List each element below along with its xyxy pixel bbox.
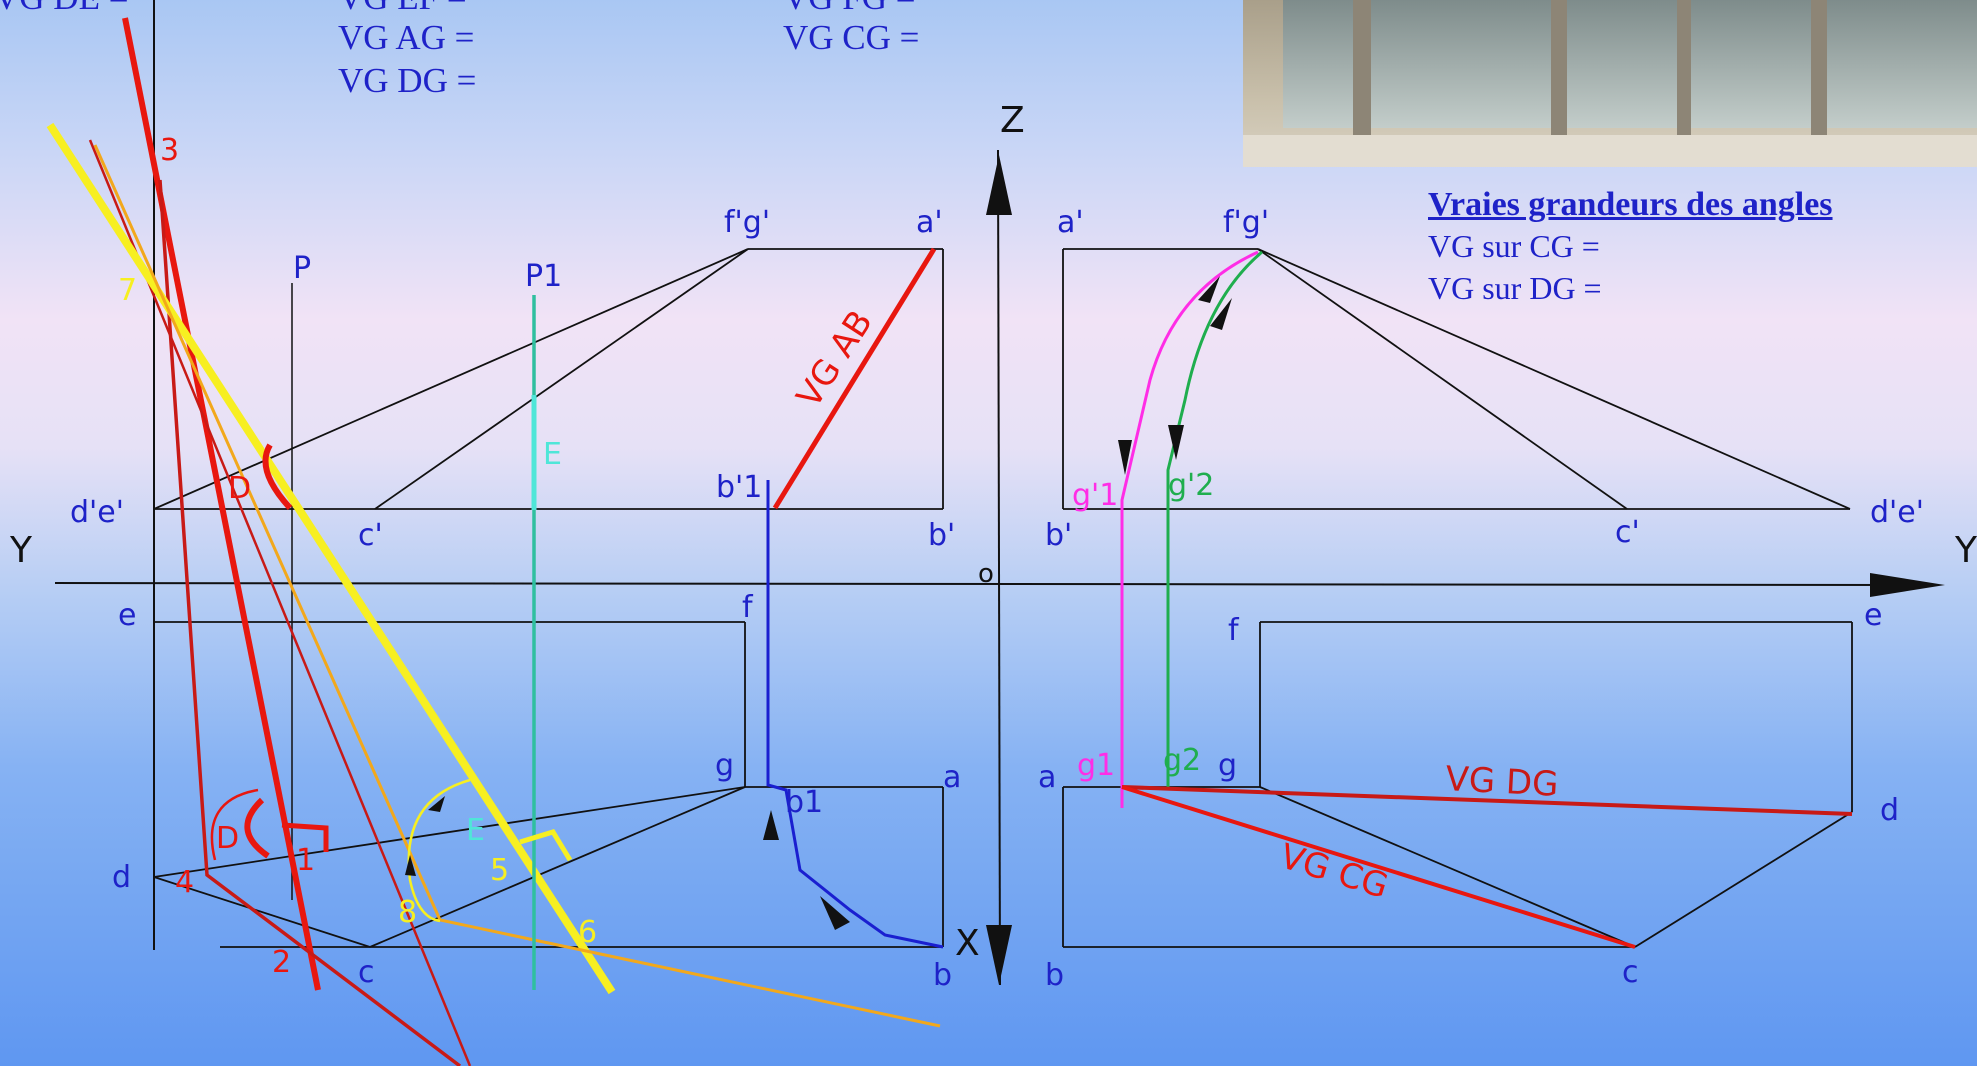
label-c-top-right: c' [1615,515,1640,550]
angle-arc-upper [262,443,293,511]
label-b1: b1 [785,785,823,820]
point-2: 2 [272,945,291,980]
right-top-view [1062,621,1853,948]
left-constructions [46,17,944,1066]
z-x-axis-line [997,149,1001,986]
label-b1-top: b'1 [716,470,762,505]
right-angle-mark-1 [281,822,329,852]
angle-d-upper: D [228,471,251,506]
dark-red-line-4 [158,179,462,1066]
label-b-top-right: b' [1045,518,1072,553]
vg-fg-label: VG FG = [783,0,916,15]
vg-ab-line [772,247,937,510]
magenta-rotation-arc [1120,250,1259,808]
label-plane-p: P [293,251,311,286]
label-de-top-right: d'e' [1870,495,1924,530]
yellow-line [46,122,616,995]
vg-de-label: VG DE = [0,0,128,15]
label-fg-top-right: f'g' [1223,205,1269,240]
label-a-right: a [1038,760,1056,795]
point-7: 7 [118,273,137,308]
vg-dg-line [1121,785,1853,816]
green-rotation-arc [1166,250,1263,790]
label-b-top: b' [928,518,955,553]
red-line-3-2 [122,17,321,991]
x-axis-arrow [986,925,1012,985]
z-axis-label: Z [1000,100,1025,141]
label-a-top: a' [916,205,943,240]
right-angle-mark-5 [519,829,573,862]
vg-dg-label: VG DG = [338,61,477,100]
point-4: 4 [175,865,194,900]
point-6: 6 [578,915,597,950]
label-a-top-right: a' [1057,205,1084,240]
left-frontal-view [153,248,944,510]
label-d-right: d [1880,793,1899,828]
axes [54,0,1945,986]
label-b-right: b [1045,958,1064,993]
angles-panel-title: Vraies grandeurs des angles [1428,186,1833,223]
label-c-top: c' [358,518,383,553]
point-5: 5 [490,853,509,888]
label-g2-top: g'2 [1168,468,1214,503]
vg-cg-annotation: VG CG [1275,836,1392,907]
x-axis-label: X [955,923,980,964]
vg-ag-label: VG AG = [338,18,475,57]
label-d: d [112,860,131,895]
dark-red-line-7 [88,139,472,1066]
point-e-lower: E [466,813,485,848]
label-e-right: e [1864,598,1882,633]
label-g2: g2 [1163,743,1201,778]
y-axis-line [54,582,1901,586]
right-constructions [1118,250,1853,949]
vg-dg-annotation: VG DG [1445,759,1560,805]
y-axis-label-left: Y [9,530,33,571]
label-e: e [118,598,136,633]
label-f: f [742,590,754,625]
label-g1-top: g'1 [1072,478,1118,513]
z-axis-arrow [986,155,1012,215]
origin-label: o [978,559,994,589]
right-side-view [1062,248,1851,510]
veranda-photo [1243,0,1977,167]
label-fg-top: f'g' [724,205,770,240]
label-f-right: f [1228,613,1240,648]
left-top-view [153,283,944,948]
label-c: c [358,955,375,990]
label-g1: g1 [1077,748,1115,783]
vg-cg-label: VG CG = [783,18,920,57]
label-g: g [715,748,734,783]
angle-arc-lower [244,797,270,859]
vg-sur-dg-label: VG sur DG = [1428,270,1602,306]
vg-cg-line [1121,785,1636,949]
vg-ef-label: VG EF = [338,0,467,15]
label-a: a [943,760,961,795]
angle-d-lower: D [216,821,239,856]
point-1: 1 [296,843,315,878]
point-e-upper: E [543,437,562,472]
point-8: 8 [398,895,417,930]
label-plane-p1: P1 [525,259,562,294]
label-de-top: d'e' [70,495,124,530]
orange-line [93,144,941,1028]
blue-rotation-arc [766,480,944,949]
vg-sur-cg-label: VG sur CG = [1428,228,1600,264]
label-g-right: g [1218,748,1237,783]
label-c-right: c [1622,955,1639,990]
point-3: 3 [160,133,179,168]
label-b: b [933,958,952,993]
y-axis-arrow [1870,573,1945,597]
y-axis-label-right: Y [1954,530,1977,571]
